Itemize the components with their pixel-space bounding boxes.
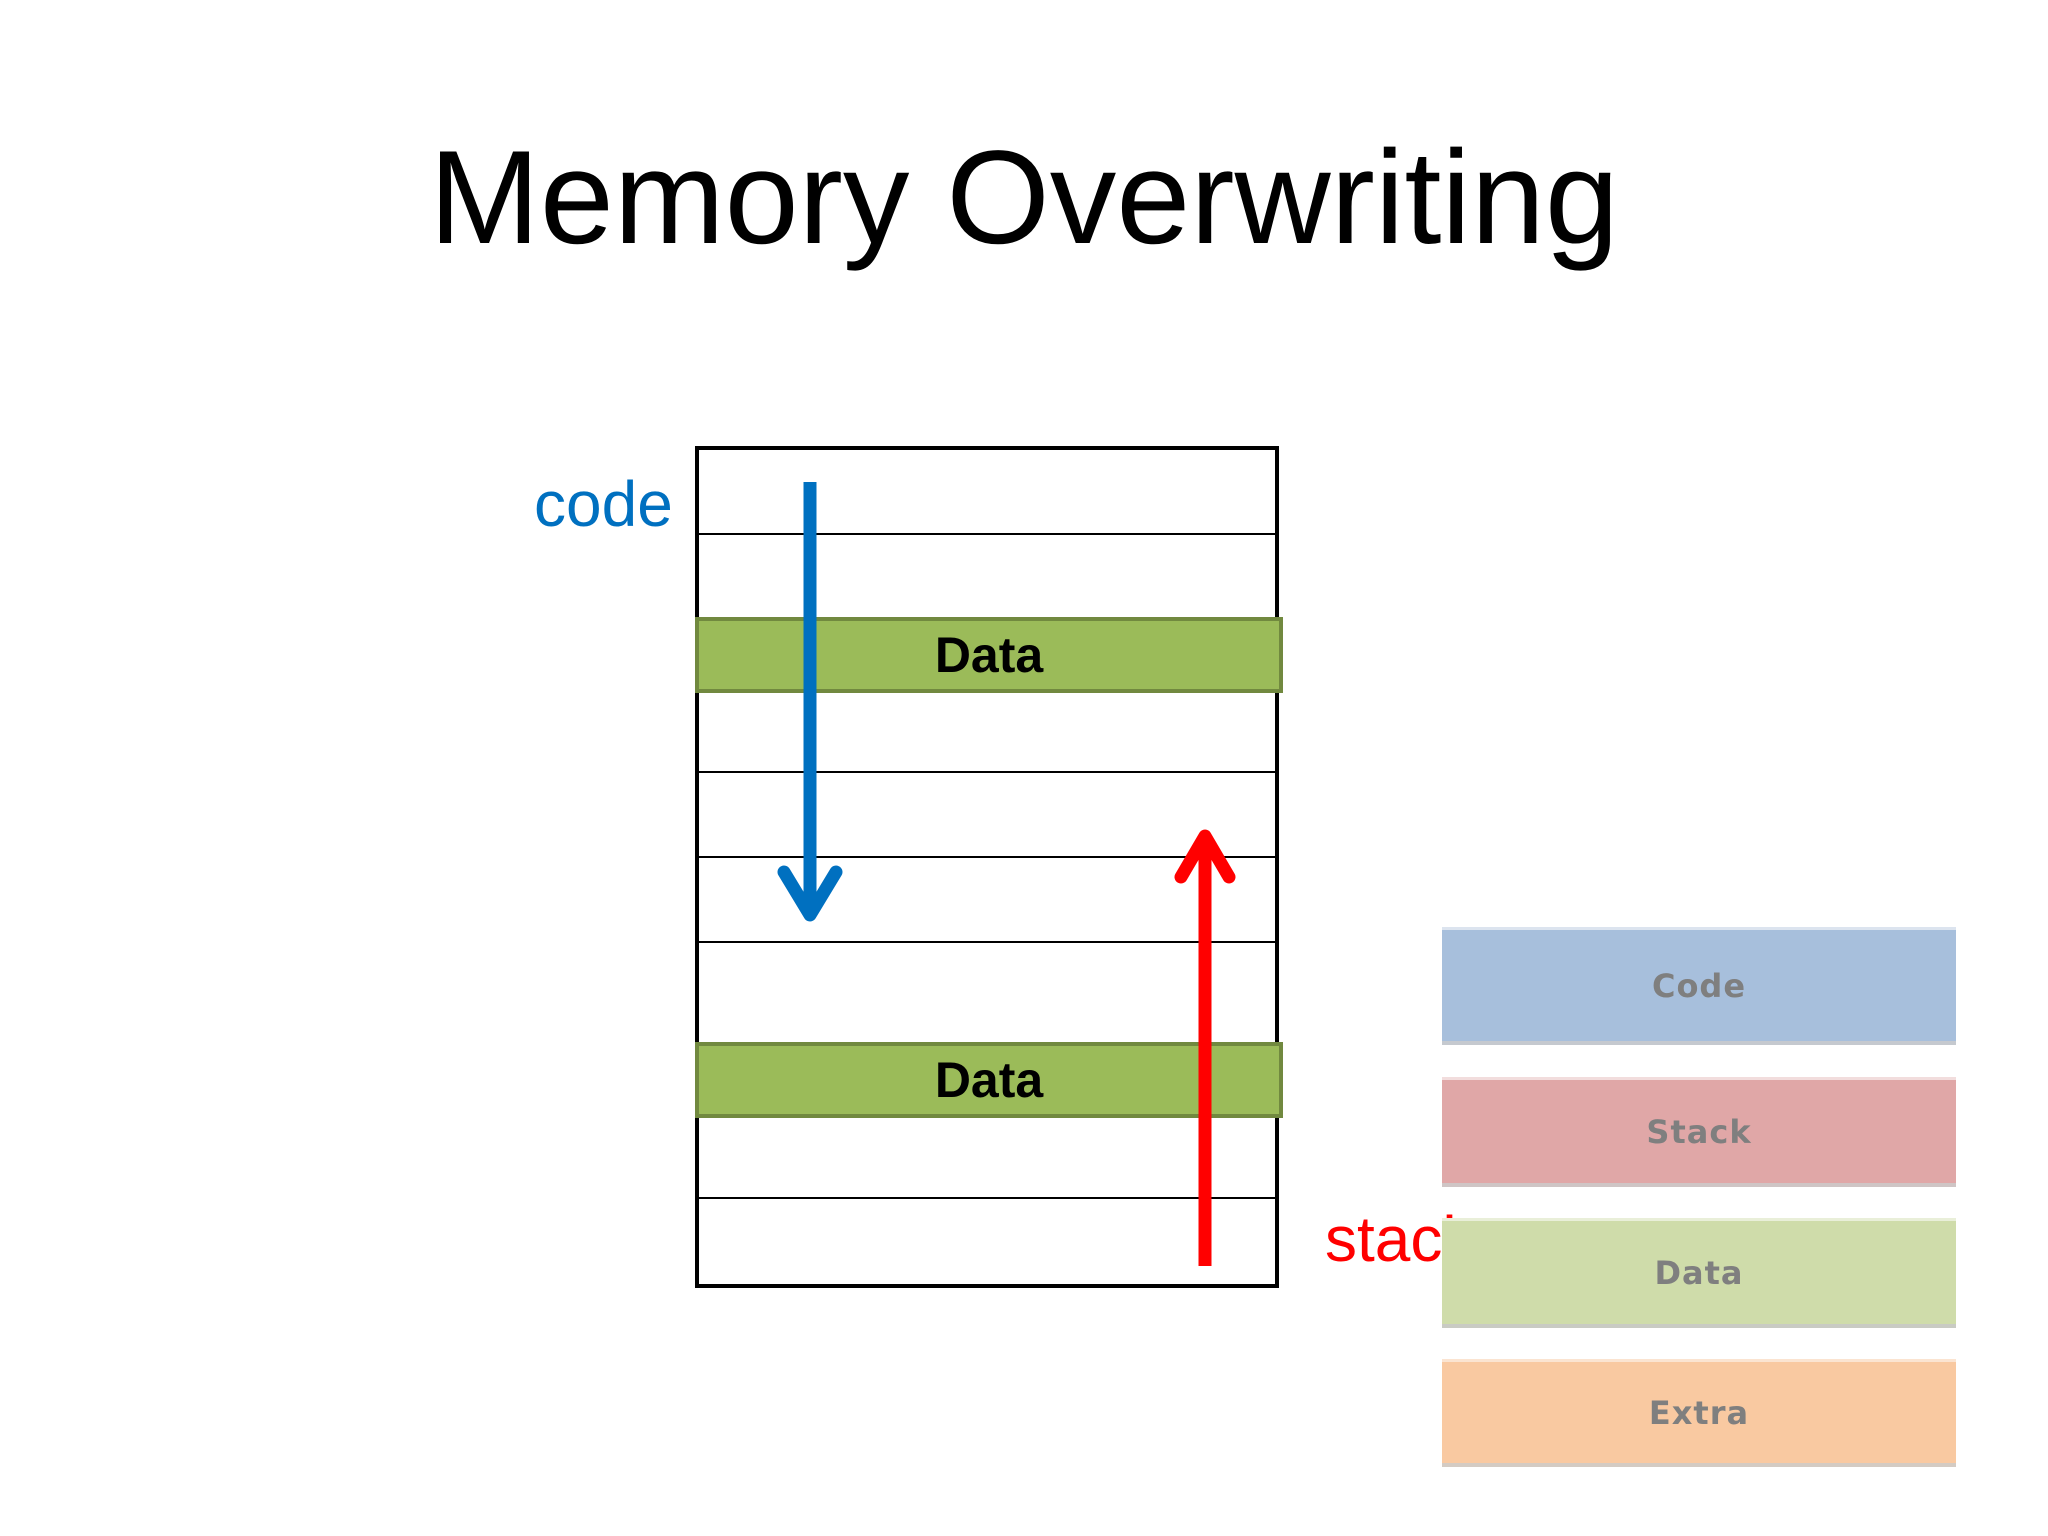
code-label: code <box>534 468 673 540</box>
row-divider <box>699 771 1275 773</box>
row-divider <box>699 533 1275 535</box>
data-segment-upper: Data <box>695 617 1283 693</box>
row-divider <box>699 1197 1275 1199</box>
legend-data: Data <box>1442 1218 1956 1328</box>
memory-block: Data Data <box>695 446 1283 1288</box>
legend-code: Code <box>1442 927 1956 1045</box>
data-segment-lower: Data <box>695 1042 1283 1118</box>
row-divider <box>699 856 1275 858</box>
row-divider <box>699 941 1275 943</box>
slide-title: Memory Overwriting <box>429 124 1619 272</box>
legend-stack: Stack <box>1442 1077 1956 1187</box>
legend-extra: Extra <box>1442 1359 1956 1467</box>
